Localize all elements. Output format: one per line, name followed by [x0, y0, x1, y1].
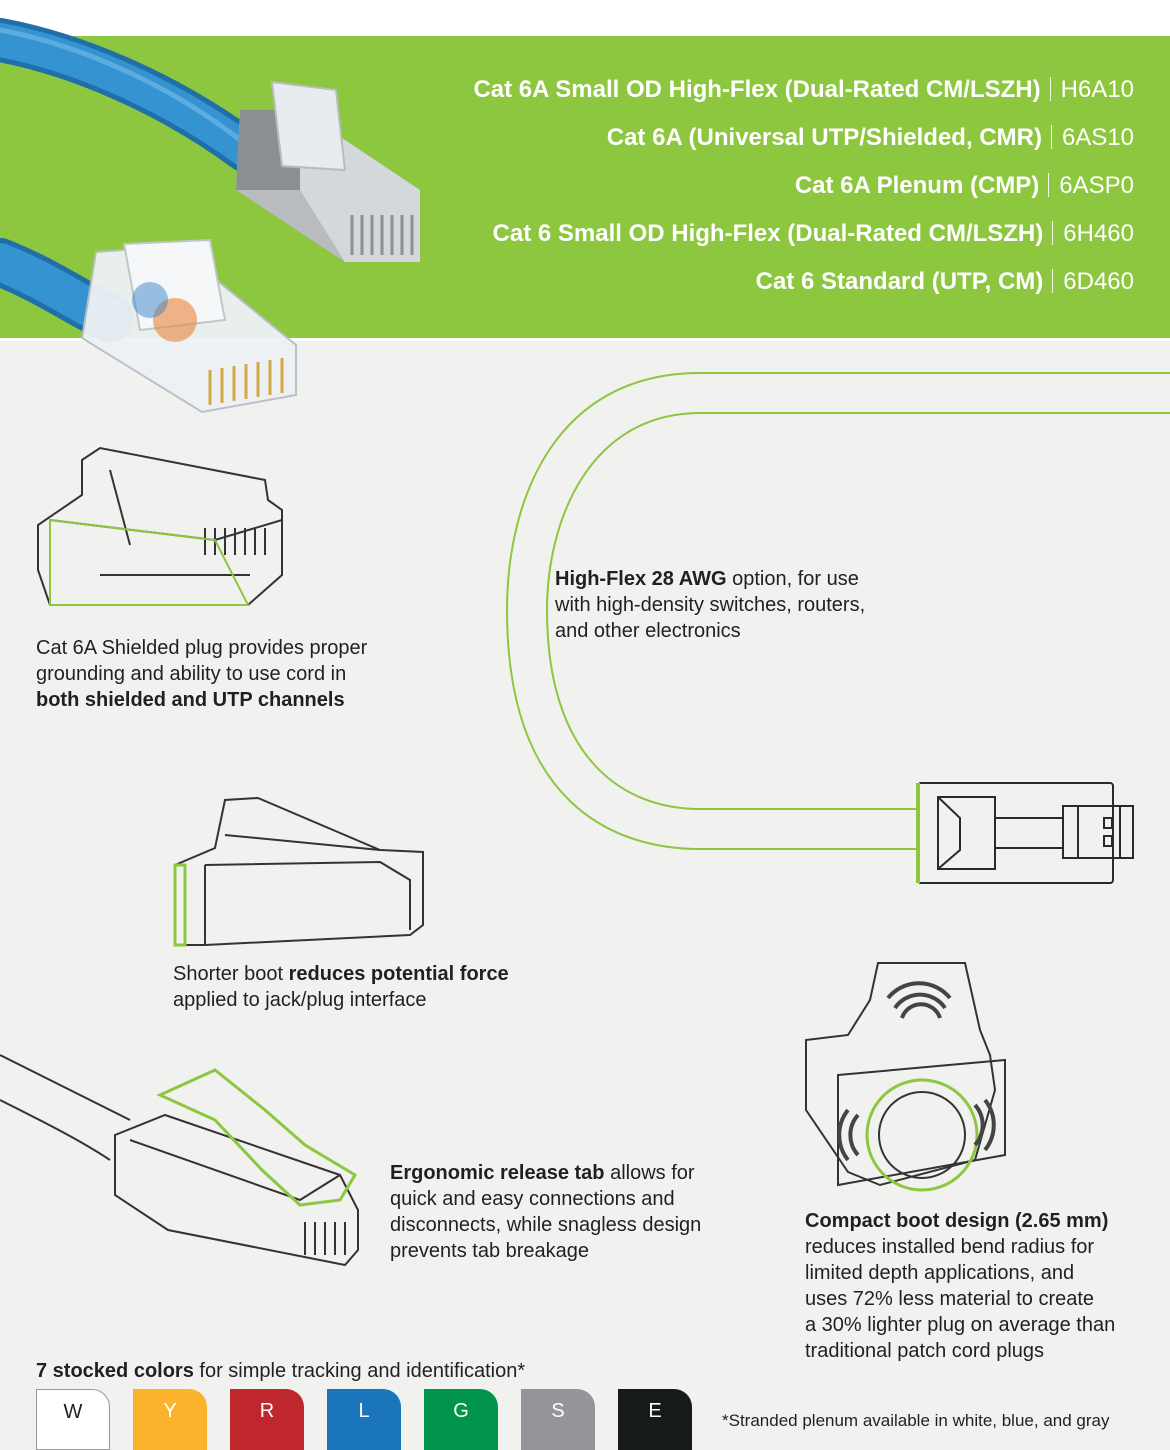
- product-separator: [1052, 269, 1054, 293]
- callout-line: prevents tab breakage: [390, 1240, 590, 1262]
- swatch-white: W: [36, 1389, 110, 1450]
- plenum-footnote: *Stranded plenum available in white, blu…: [722, 1411, 1110, 1430]
- product-row: Cat 6A (Universal UTP/Shielded, CMR) 6AS1…: [473, 114, 1134, 162]
- swatch-letter: L: [358, 1400, 370, 1422]
- callout-line: allows for: [604, 1162, 695, 1184]
- colors-heading-text: for simple tracking and identification*: [193, 1360, 526, 1382]
- swatch-gray: S: [521, 1389, 595, 1450]
- callout-emphasis: High-Flex 28 AWG: [555, 568, 727, 590]
- release-tab-callout: Ergonomic release tab allows for quick a…: [390, 1160, 701, 1264]
- utp-cable-photo: [0, 238, 297, 414]
- short-boot-callout: Shorter boot reduces potential force app…: [173, 961, 509, 1013]
- colors-heading-emphasis: 7 stocked colors: [36, 1360, 194, 1382]
- swatch-letter: R: [259, 1400, 275, 1422]
- top-strip: [0, 0, 1170, 36]
- swatch-black: E: [618, 1389, 692, 1450]
- release-tab-plug-outline: [0, 1054, 359, 1267]
- product-code: H6A10: [1060, 76, 1134, 103]
- swatch-letter: E: [648, 1400, 662, 1422]
- callout-line: Cat 6A Shielded plug provides proper: [36, 637, 368, 659]
- callout-line: option, for use: [726, 568, 859, 590]
- product-row: Cat 6A Plenum (CMP) 6ASP0: [473, 162, 1134, 210]
- swatch-blue: L: [327, 1389, 401, 1450]
- swatch-letter: S: [551, 1400, 565, 1422]
- product-name: Cat 6A (Universal UTP/Shielded, CMR): [606, 124, 1042, 151]
- callout-line: uses 72% less material to create: [805, 1288, 1095, 1310]
- callout-emphasis: both shielded and UTP channels: [36, 689, 345, 711]
- product-separator: [1049, 77, 1051, 101]
- high-flex-callout: High-Flex 28 AWG option, for use with hi…: [555, 566, 865, 644]
- product-code: 6ASP0: [1059, 172, 1134, 199]
- callout-line: quick and easy connections and: [390, 1188, 675, 1210]
- product-name: Cat 6A Plenum (CMP): [794, 172, 1040, 199]
- swatch-yellow: Y: [133, 1389, 207, 1450]
- swatch-green: G: [424, 1389, 498, 1450]
- product-row: Cat 6 Small OD High-Flex (Dual-Rated CM/…: [473, 210, 1134, 258]
- short-boot-plug-outline: [173, 796, 424, 947]
- product-code: 6H460: [1063, 220, 1134, 247]
- shielded-plug-outline: [37, 446, 283, 606]
- product-code: 6AS10: [1061, 124, 1134, 151]
- banner-divider: [0, 338, 1170, 341]
- shielded-plug-callout: Cat 6A Shielded plug provides proper gro…: [36, 635, 367, 713]
- compact-boot-callout: Compact boot design (2.65 mm) reduces in…: [805, 1208, 1115, 1364]
- product-row: Cat 6 Standard (UTP, CM) 6D460: [473, 258, 1134, 306]
- product-code: 6D460: [1063, 268, 1134, 295]
- shielded-cable-photo: [0, 18, 420, 262]
- swatch-letter: G: [453, 1400, 469, 1422]
- swatch-letter: Y: [163, 1400, 177, 1422]
- product-list: Cat 6A Small OD High-Flex (Dual-Rated CM…: [473, 66, 1134, 306]
- side-view-plug-outline: [916, 782, 1134, 884]
- swatch-letter: W: [63, 1401, 83, 1423]
- callout-line: grounding and ability to use cord in: [36, 663, 347, 685]
- callout-line: with high-density switches, routers,: [555, 594, 866, 616]
- callout-line: applied to jack/plug interface: [173, 989, 427, 1011]
- product-row: Cat 6A Small OD High-Flex (Dual-Rated CM…: [473, 66, 1134, 114]
- callout-line: disconnects, while snagless design: [390, 1214, 702, 1236]
- high-flex-cable-outline: [505, 372, 1170, 850]
- product-name: Cat 6 Standard (UTP, CM): [755, 268, 1044, 295]
- callout-line: traditional patch cord plugs: [805, 1340, 1045, 1362]
- callout-emphasis: Compact boot design (2.65 mm): [805, 1210, 1109, 1232]
- product-separator: [1052, 221, 1054, 245]
- product-separator: [1050, 125, 1052, 149]
- callout-line: and other electronics: [555, 620, 741, 642]
- callout-line: reduces installed bend radius for: [805, 1236, 1095, 1258]
- product-name: Cat 6 Small OD High-Flex (Dual-Rated CM/…: [492, 220, 1044, 247]
- callout-emphasis: Ergonomic release tab: [390, 1162, 605, 1184]
- colors-heading: 7 stocked colors for simple tracking and…: [36, 1358, 525, 1384]
- product-name: Cat 6A Small OD High-Flex (Dual-Rated CM…: [473, 76, 1041, 103]
- callout-line: Shorter boot: [173, 963, 289, 985]
- callout-emphasis: reduces potential force: [288, 963, 509, 985]
- product-separator: [1048, 173, 1050, 197]
- swatch-red: R: [230, 1389, 304, 1450]
- compact-boot-plug-outline: [805, 962, 1006, 1192]
- callout-line: a 30% lighter plug on average than: [805, 1314, 1116, 1336]
- callout-line: limited depth applications, and: [805, 1262, 1075, 1284]
